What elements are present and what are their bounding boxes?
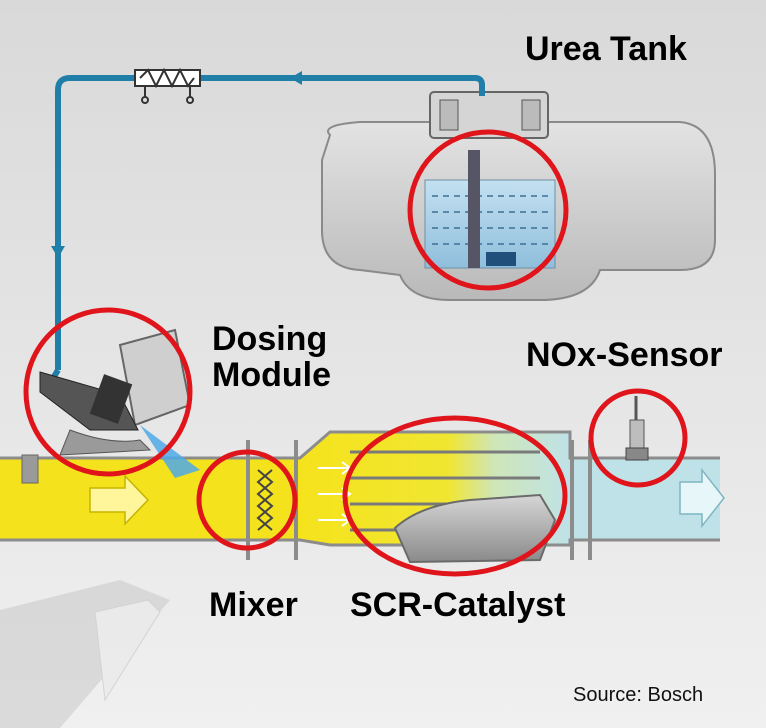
dosing-module-label-line1: Dosing — [212, 320, 328, 358]
highlight-nox-sensor — [588, 388, 688, 488]
exhaust-flow-arrows — [89, 461, 725, 529]
dosing-module — [39, 328, 200, 478]
urea-tank — [321, 91, 716, 301]
dosing-module-label: Dosing Module — [212, 320, 372, 394]
urea-tank-label: Urea Tank — [525, 30, 687, 68]
flow-direction-arrows — [51, 71, 302, 258]
scr-catalyst-label: SCR-Catalyst — [350, 586, 566, 624]
highlight-circles — [23, 129, 688, 577]
mixer — [256, 469, 274, 531]
highlight-dosing-module — [23, 307, 193, 477]
source-credit: Source: Bosch — [573, 684, 704, 706]
background-reflection — [0, 580, 170, 728]
mixer-label: Mixer — [209, 586, 298, 624]
line-heater-symbol — [134, 67, 201, 104]
highlight-scr-catalyst — [342, 415, 568, 577]
highlight-mixer — [196, 449, 298, 551]
nox-sensor — [625, 396, 649, 461]
highlight-urea-tank — [407, 129, 569, 291]
dosing-module-label-line2: Module — [212, 355, 331, 394]
scr-catalyst-body — [350, 450, 557, 564]
nox-sensor-label: NOx-Sensor — [526, 336, 723, 374]
